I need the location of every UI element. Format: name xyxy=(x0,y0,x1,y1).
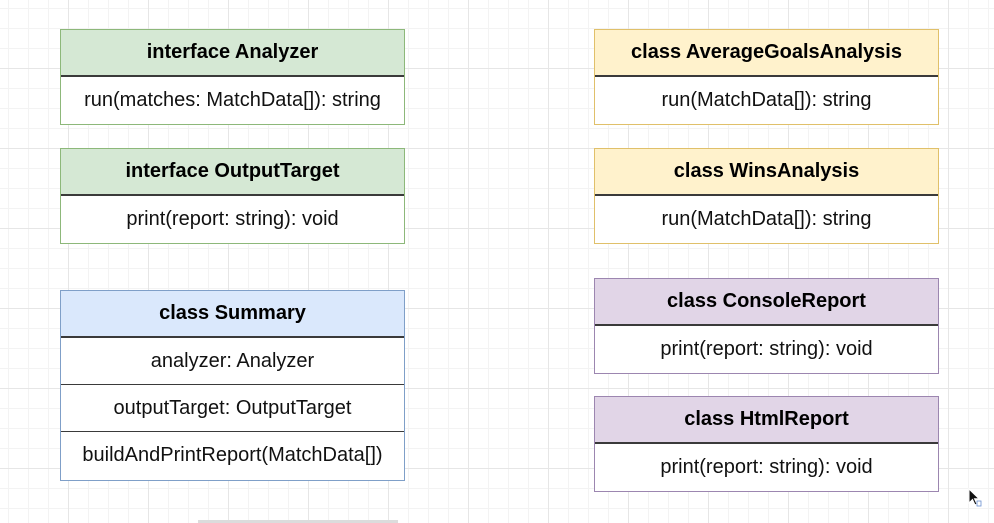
interface-output-target-box[interactable]: interface OutputTarget print(report: str… xyxy=(60,148,405,244)
class-console-report-method-print: print(report: string): void xyxy=(595,325,938,372)
class-wins-analysis-box[interactable]: class WinsAnalysis run(MatchData[]): str… xyxy=(594,148,939,244)
interface-analyzer-title: interface Analyzer xyxy=(61,30,404,76)
class-summary-method-build-and-print-report: buildAndPrintReport(MatchData[]) xyxy=(61,431,404,478)
interface-analyzer-box[interactable]: interface Analyzer run(matches: MatchDat… xyxy=(60,29,405,125)
class-console-report-box[interactable]: class ConsoleReport print(report: string… xyxy=(594,278,939,374)
class-wins-analysis-method-run: run(MatchData[]): string xyxy=(595,195,938,242)
class-summary-box[interactable]: class Summary analyzer: Analyzer outputT… xyxy=(60,290,405,481)
interface-analyzer-method-run: run(matches: MatchData[]): string xyxy=(61,76,404,123)
class-html-report-method-print: print(report: string): void xyxy=(595,443,938,490)
class-average-goals-analysis-method-run: run(MatchData[]): string xyxy=(595,76,938,123)
class-wins-analysis-title: class WinsAnalysis xyxy=(595,149,938,195)
class-summary-field-analyzer: analyzer: Analyzer xyxy=(61,337,404,384)
class-average-goals-analysis-box[interactable]: class AverageGoalsAnalysis run(MatchData… xyxy=(594,29,939,125)
class-summary-field-output-target: outputTarget: OutputTarget xyxy=(61,384,404,431)
horizontal-scrollbar[interactable] xyxy=(198,520,398,523)
class-console-report-title: class ConsoleReport xyxy=(595,279,938,325)
class-average-goals-analysis-title: class AverageGoalsAnalysis xyxy=(595,30,938,76)
interface-output-target-title: interface OutputTarget xyxy=(61,149,404,195)
class-html-report-box[interactable]: class HtmlReport print(report: string): … xyxy=(594,396,939,492)
mouse-pointer-icon xyxy=(968,488,982,507)
interface-output-target-method-print: print(report: string): void xyxy=(61,195,404,242)
class-html-report-title: class HtmlReport xyxy=(595,397,938,443)
class-summary-title: class Summary xyxy=(61,291,404,337)
